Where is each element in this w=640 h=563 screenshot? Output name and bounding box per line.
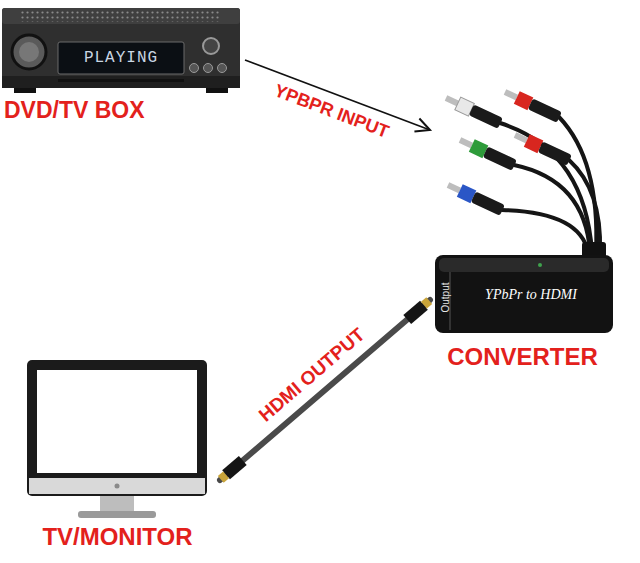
status-led bbox=[538, 263, 542, 267]
plug-tip bbox=[504, 89, 518, 100]
volume-knob bbox=[12, 35, 46, 69]
player-foot bbox=[206, 88, 228, 93]
hdmi-plug-tip bbox=[424, 301, 429, 306]
edge-label: YPBPR INPUT bbox=[268, 80, 394, 145]
monitor-screen bbox=[37, 370, 197, 473]
converter-marking: YPbPr to HDMI bbox=[456, 287, 606, 303]
rca-plug-red bbox=[512, 129, 572, 167]
dvd-tv-box: PLAYING DVD/TV BOX bbox=[0, 0, 245, 135]
player-base bbox=[2, 76, 240, 88]
monitor bbox=[27, 360, 207, 518]
cable bbox=[502, 210, 588, 252]
monitor-neck bbox=[100, 496, 134, 512]
rca-cables bbox=[500, 117, 600, 252]
player-foot bbox=[14, 88, 36, 93]
monitor-base bbox=[78, 511, 156, 518]
disc-slot bbox=[58, 79, 184, 82]
device-label: DVD/TV BOX bbox=[4, 97, 240, 124]
player-vent bbox=[20, 10, 220, 22]
player-button bbox=[204, 64, 213, 73]
plug-tip bbox=[447, 182, 461, 193]
player-display bbox=[58, 42, 184, 74]
plug-body bbox=[471, 191, 505, 215]
hdmi-cable bbox=[220, 300, 430, 480]
rca-plug-red bbox=[502, 86, 562, 124]
monitor-bezel bbox=[27, 360, 207, 496]
player-button bbox=[218, 64, 227, 73]
plug-body bbox=[483, 146, 517, 170]
dvd-player bbox=[2, 8, 240, 93]
plug-tip bbox=[514, 132, 528, 143]
tv-monitor: TV/MONITOR bbox=[15, 355, 220, 560]
converter-box bbox=[435, 242, 613, 333]
display-text: PLAYING bbox=[58, 42, 184, 74]
player-body bbox=[2, 8, 240, 88]
player-button bbox=[190, 64, 199, 73]
arrow-head bbox=[414, 118, 430, 131]
converter: Output YPbPr to HDMI CONVERTER bbox=[430, 85, 615, 375]
port-label: Output bbox=[440, 282, 451, 312]
hdmi-plug bbox=[407, 305, 424, 319]
rca-plug-blue bbox=[445, 179, 505, 217]
converter-body bbox=[435, 255, 613, 333]
device-label: TV/MONITOR bbox=[15, 523, 220, 551]
device-label: CONVERTER bbox=[430, 343, 615, 371]
hdmi-plug-tip bbox=[221, 475, 226, 480]
plug-body bbox=[528, 98, 562, 122]
plug-body bbox=[538, 141, 572, 165]
power-button bbox=[203, 38, 219, 54]
edge-label: HDMI OUTPUT bbox=[252, 322, 371, 428]
monitor-logo bbox=[115, 484, 120, 489]
plug-body bbox=[469, 104, 503, 128]
player-top bbox=[2, 8, 240, 24]
rca-plug-white bbox=[443, 92, 503, 130]
hdmi-plug bbox=[226, 460, 243, 474]
plug-tip bbox=[459, 137, 473, 148]
volume-knob-cap bbox=[19, 42, 39, 62]
cable bbox=[514, 165, 590, 252]
rca-plug-green bbox=[457, 134, 517, 172]
monitor-chin bbox=[29, 478, 205, 494]
converter-top bbox=[439, 258, 609, 272]
